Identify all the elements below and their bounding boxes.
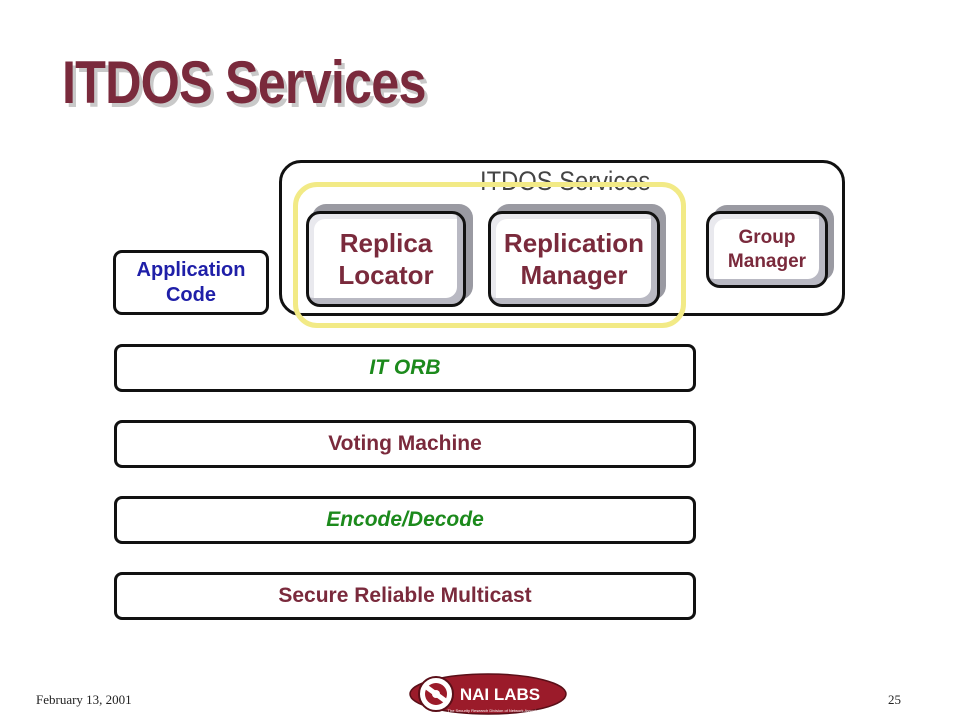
footer-date: February 13, 2001 xyxy=(36,692,132,707)
layer-it-orb: IT ORB xyxy=(114,344,696,392)
logo-brand-text: NAI LABS xyxy=(460,685,540,704)
replication-manager-box: Replication Manager xyxy=(488,211,660,307)
group-manager-box: Group Manager xyxy=(706,211,828,288)
slide-title: ITDOS Services xyxy=(62,49,426,116)
layer-voting-machine: Voting Machine xyxy=(114,420,696,468)
layer-voting-machine-label: Voting Machine xyxy=(328,432,482,455)
layer-secure-reliable-multicast: Secure Reliable Multicast xyxy=(114,572,696,620)
replica-locator-box: Replica Locator xyxy=(306,211,466,307)
layer-encode-decode: Encode/Decode xyxy=(114,496,696,544)
page-number: 25 xyxy=(888,692,901,707)
application-code-box: Application Code xyxy=(113,250,269,315)
replication-manager-label: Replication Manager xyxy=(503,227,645,291)
logo-tagline-text: The Security Research Division of Networ… xyxy=(448,708,553,713)
group-manager-label: Group Manager xyxy=(727,226,807,272)
layer-it-orb-label: IT ORB xyxy=(369,356,441,379)
layer-encode-decode-label: Encode/Decode xyxy=(326,508,484,531)
replica-locator-label: Replica Locator xyxy=(338,227,434,291)
nai-labs-logo: NAI LABS The Security Research Division … xyxy=(409,673,567,715)
itdos-services-group-label: ITDOS Services xyxy=(480,166,651,196)
layer-secure-reliable-multicast-label: Secure Reliable Multicast xyxy=(278,584,532,607)
application-code-label: Application Code xyxy=(136,258,246,306)
highlight-outline xyxy=(293,182,686,328)
